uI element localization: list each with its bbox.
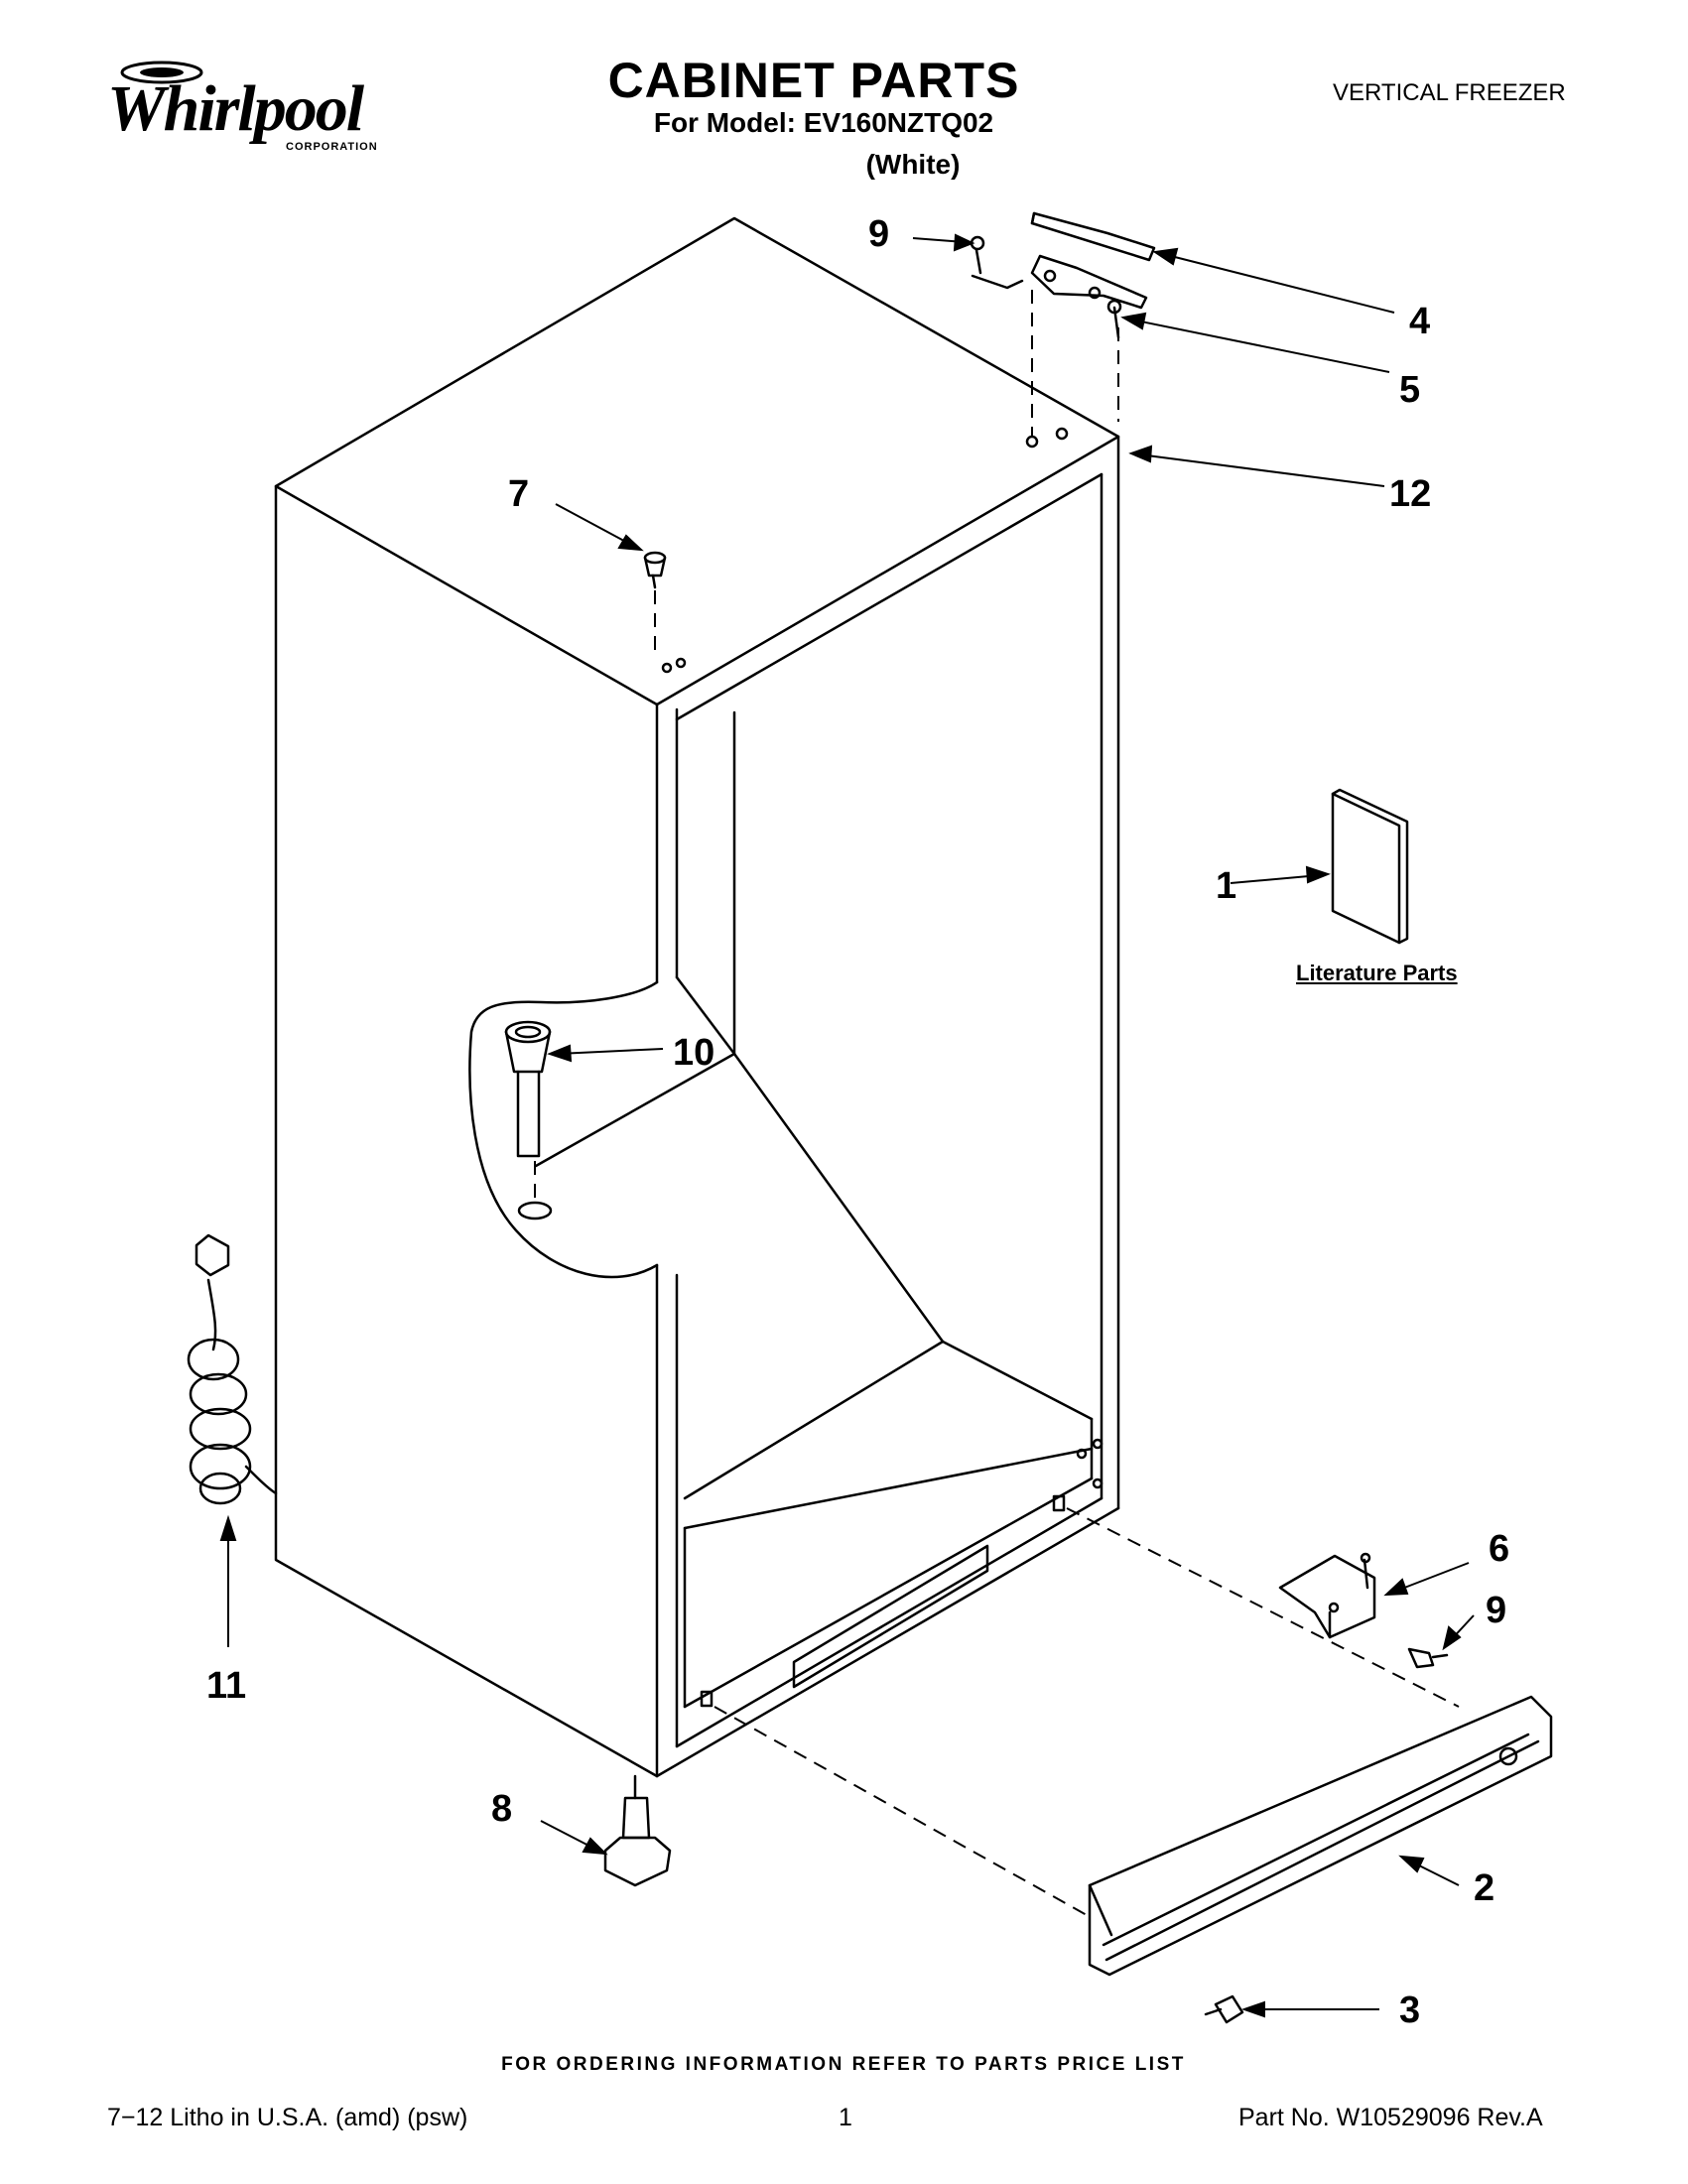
part-6-bottom-hinge [1278,1552,1376,1639]
leader-2 [1398,1855,1460,1886]
part-9-lower-screw [1407,1647,1449,1669]
callout-4: 4 [1409,301,1431,342]
literature-booklet [1331,788,1409,945]
callout-3: 3 [1399,1990,1421,2031]
brand-corporation-label: CORPORATION [286,141,378,153]
category-label: VERTICAL FREEZER [1333,79,1566,106]
leader-9-bottom [1442,1614,1475,1651]
callout-9-bottom: 9 [1486,1590,1507,1631]
color-line: (White) [865,149,961,180]
part-2-toe-grille [1088,1695,1553,1977]
model-line: For Model: EV160NZTQ02 [653,107,994,138]
leader-8 [540,1820,608,1856]
leader-1 [1230,865,1331,884]
leader-5 [1120,312,1390,373]
leader-4 [1152,247,1395,314]
part-10-drain-tube [504,1020,553,1220]
callout-2: 2 [1474,1867,1495,1909]
litho-info: 7−12 Litho in U.S.A. (amd) (psw) [107,2104,468,2131]
leader-7 [555,503,644,552]
part-3-screw [1204,1994,1244,2024]
callout-10: 10 [673,1032,715,1074]
callout-5: 5 [1399,369,1421,411]
leader-11 [219,1514,237,1647]
part-number: Part No. W10529096 Rev.A [1238,2104,1543,2131]
ordering-note: FOR ORDERING INFORMATION REFER TO PARTS … [501,2054,1186,2075]
top-hinge-assembly [661,211,1156,674]
page-title: CABINET PARTS [607,53,1020,108]
callout-8: 8 [491,1788,513,1830]
leader-12 [1128,445,1385,487]
leader-3 [1240,2000,1379,2018]
cabinet-body [274,216,1120,1778]
page-number: 1 [839,2104,852,2131]
brand-wordmark: Whirlpool [107,72,364,145]
swirl-emblem-icon [120,61,203,84]
brand-logo: Whirlpool CORPORATION [107,58,378,157]
literature-parts-label: Literature Parts [1296,961,1458,985]
callout-9-top: 9 [868,213,890,255]
leader-10 [547,1044,664,1063]
callout-1: 1 [1216,865,1237,907]
part-11-power-cord [187,1233,278,1505]
leader-9-top [912,233,975,252]
callout-12: 12 [1389,473,1432,515]
leader-6 [1383,1562,1470,1597]
part-7-plug [643,551,667,589]
callout-6: 6 [1489,1528,1510,1570]
callout-7: 7 [508,473,530,515]
callout-11: 11 [206,1665,247,1707]
part-8-leveling-leg [603,1774,672,1887]
